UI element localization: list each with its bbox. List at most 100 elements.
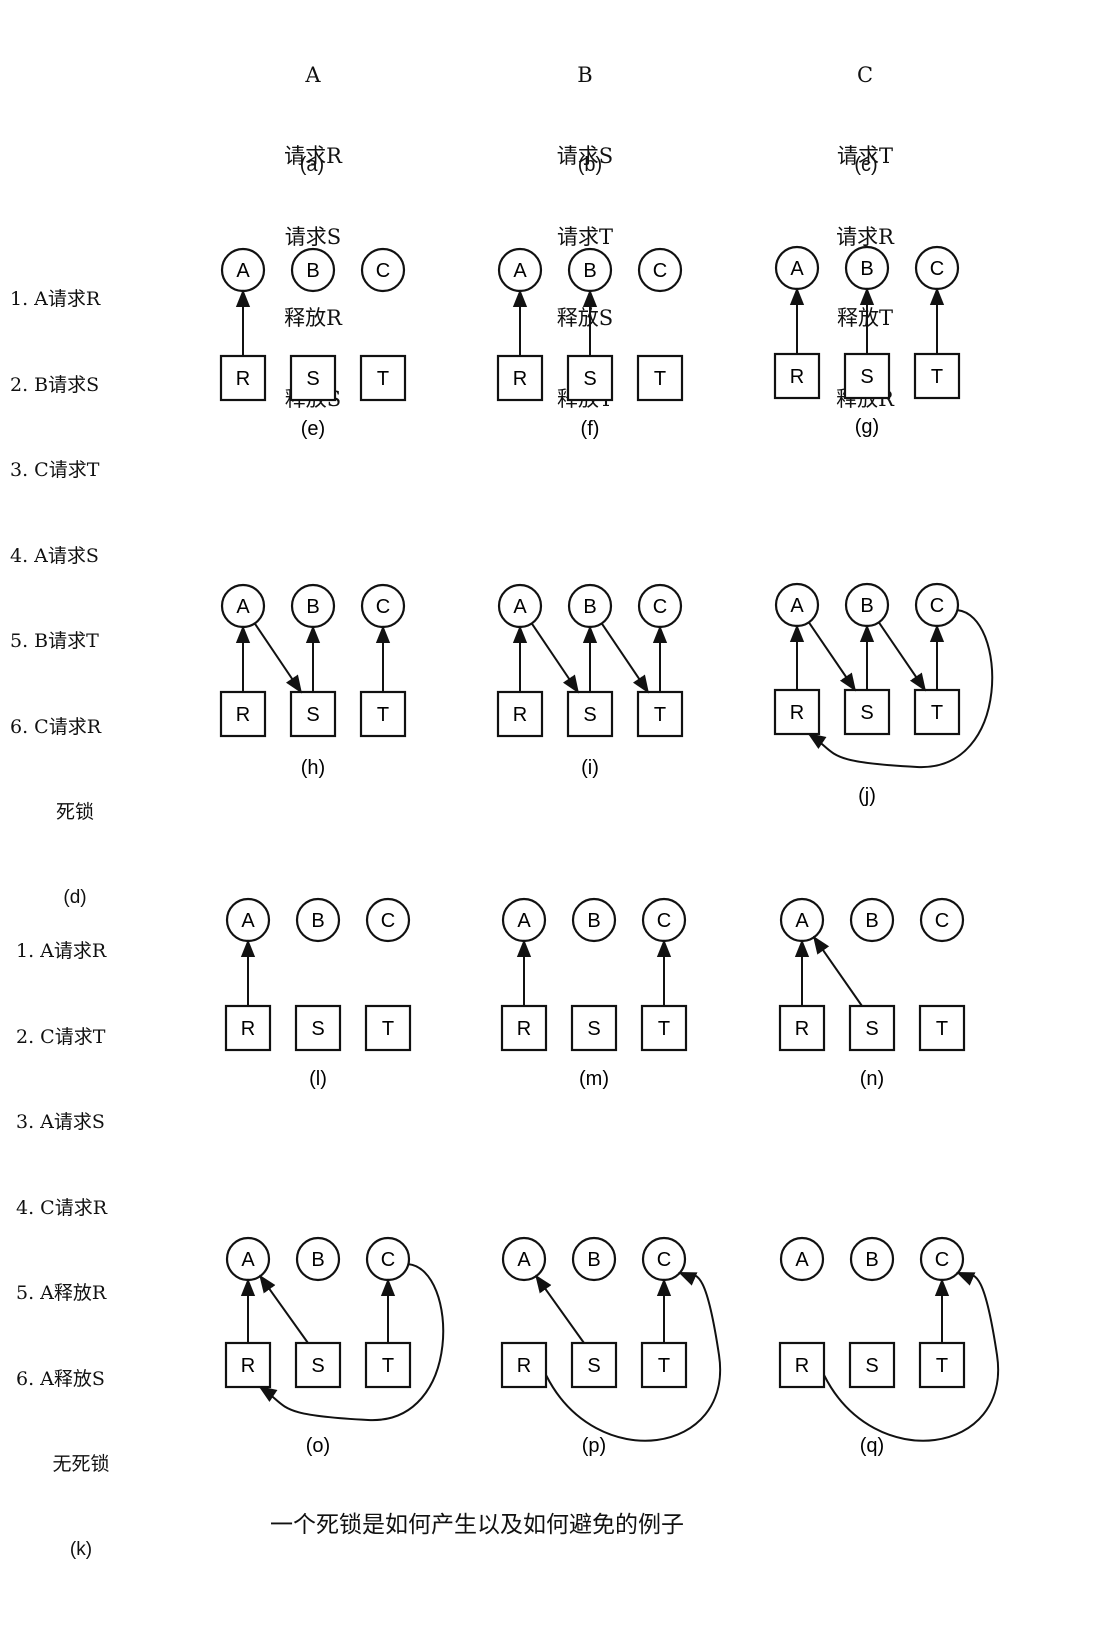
resource-node-label: R <box>517 1355 531 1377</box>
sequence-result: 死锁 <box>55 801 94 823</box>
process-node-label: B <box>311 1249 324 1271</box>
sub-label-c: (c) <box>854 154 878 176</box>
process-node-b <box>290 247 336 293</box>
resource-node-label: T <box>931 366 943 388</box>
sub-label: (j) <box>858 785 876 807</box>
resource-node-label: S <box>583 704 596 726</box>
process-node-label: A <box>513 260 527 282</box>
sequence-step: 5. B请求T <box>10 630 99 652</box>
held-edge <box>823 1271 1000 1442</box>
process-node-label: B <box>865 1249 878 1271</box>
process-node-a <box>501 1236 547 1282</box>
process-node-label: B <box>587 1249 600 1271</box>
sequence-step: 4. A请求S <box>10 544 99 567</box>
sequence-step: 2. C请求T <box>16 1025 106 1048</box>
resource-node-s <box>848 1341 896 1389</box>
process-node-b <box>849 1236 895 1282</box>
held-edge <box>535 1274 585 1344</box>
graph-o: A B C R S T (o) <box>224 1236 445 1457</box>
resource-node-label: R <box>241 1355 255 1377</box>
resource-node-label: R <box>517 1018 531 1040</box>
held-edge <box>545 1271 722 1442</box>
resource-node-t <box>636 690 684 738</box>
resource-node-t <box>359 690 407 738</box>
process-node-label: A <box>236 596 250 618</box>
process-node-label: C <box>376 260 390 282</box>
sequence-step: 1. A请求R <box>16 940 107 962</box>
resource-node-r <box>219 354 267 402</box>
process-op: 释放S <box>556 306 614 330</box>
resource-node-s <box>843 352 891 400</box>
sequence-result: 无死锁 <box>52 1453 110 1475</box>
resource-node-label: S <box>587 1018 600 1040</box>
sequence-step: 1. A请求R <box>10 288 101 310</box>
process-name: A <box>305 63 321 87</box>
resource-node-label: S <box>583 368 596 390</box>
process-node-label: A <box>241 1249 255 1271</box>
process-node-label: C <box>935 910 949 932</box>
sequence-k: 1. A请求R 2. C请求T 3. A请求S 4. C请求R 5. A释放R … <box>16 880 146 1621</box>
resource-node-label: T <box>654 704 666 726</box>
resource-node-label: T <box>936 1355 948 1377</box>
resource-node-label: S <box>865 1018 878 1040</box>
process-name: B <box>577 63 593 87</box>
resource-node-label: S <box>306 704 319 726</box>
sub-label: (l) <box>309 1068 327 1090</box>
process-node-label: C <box>653 260 667 282</box>
sub-label: (q) <box>860 1435 884 1457</box>
sequence-step: 6. C请求R <box>10 715 102 738</box>
held-edge <box>259 1274 309 1344</box>
resource-node-label: S <box>860 366 873 388</box>
resource-node-label: T <box>382 1355 394 1377</box>
resource-node-t <box>364 1004 412 1052</box>
process-node-c <box>637 247 683 293</box>
resource-node-t <box>364 1341 412 1389</box>
resource-node-label: S <box>865 1355 878 1377</box>
request-edge <box>253 622 303 694</box>
request-edge <box>807 609 994 769</box>
resource-node-s <box>848 1004 896 1052</box>
resource-node-label: T <box>658 1018 670 1040</box>
sub-label: (p) <box>582 1435 606 1457</box>
process-node-label: C <box>930 258 944 280</box>
resource-node-label: S <box>311 1018 324 1040</box>
resource-node-s <box>570 1004 618 1052</box>
resource-node-s <box>294 1341 342 1389</box>
resource-node-t <box>640 1341 688 1389</box>
resource-node-s <box>566 690 614 738</box>
process-node-label: B <box>860 595 873 617</box>
resource-node-label: R <box>236 704 250 726</box>
resource-node-t <box>636 354 684 402</box>
resource-node-label: S <box>587 1355 600 1377</box>
process-node-label: B <box>306 260 319 282</box>
resource-node-label: S <box>311 1355 324 1377</box>
sub-label-b: (b) <box>577 154 603 176</box>
resource-node-label: R <box>236 368 250 390</box>
process-node-c <box>360 247 406 293</box>
sub-label: (o) <box>306 1435 330 1457</box>
resource-node-label: R <box>790 366 804 388</box>
sub-label: (g) <box>855 416 879 438</box>
resource-node-label: T <box>936 1018 948 1040</box>
process-node-label: C <box>930 595 944 617</box>
sequence-step: 6. A释放S <box>16 1367 105 1390</box>
process-node-label: A <box>790 258 804 280</box>
process-op: 请求T <box>556 225 613 249</box>
resource-node-label: R <box>795 1018 809 1040</box>
request-edge <box>878 621 927 692</box>
process-node-label: C <box>653 596 667 618</box>
request-edge <box>258 1263 445 1422</box>
process-b-column: B 请求S 请求T 释放S 释放T <box>515 8 655 467</box>
process-node-label: C <box>381 910 395 932</box>
process-node-label: C <box>657 910 671 932</box>
process-node-label: C <box>381 1249 395 1271</box>
resource-node-label: T <box>377 368 389 390</box>
